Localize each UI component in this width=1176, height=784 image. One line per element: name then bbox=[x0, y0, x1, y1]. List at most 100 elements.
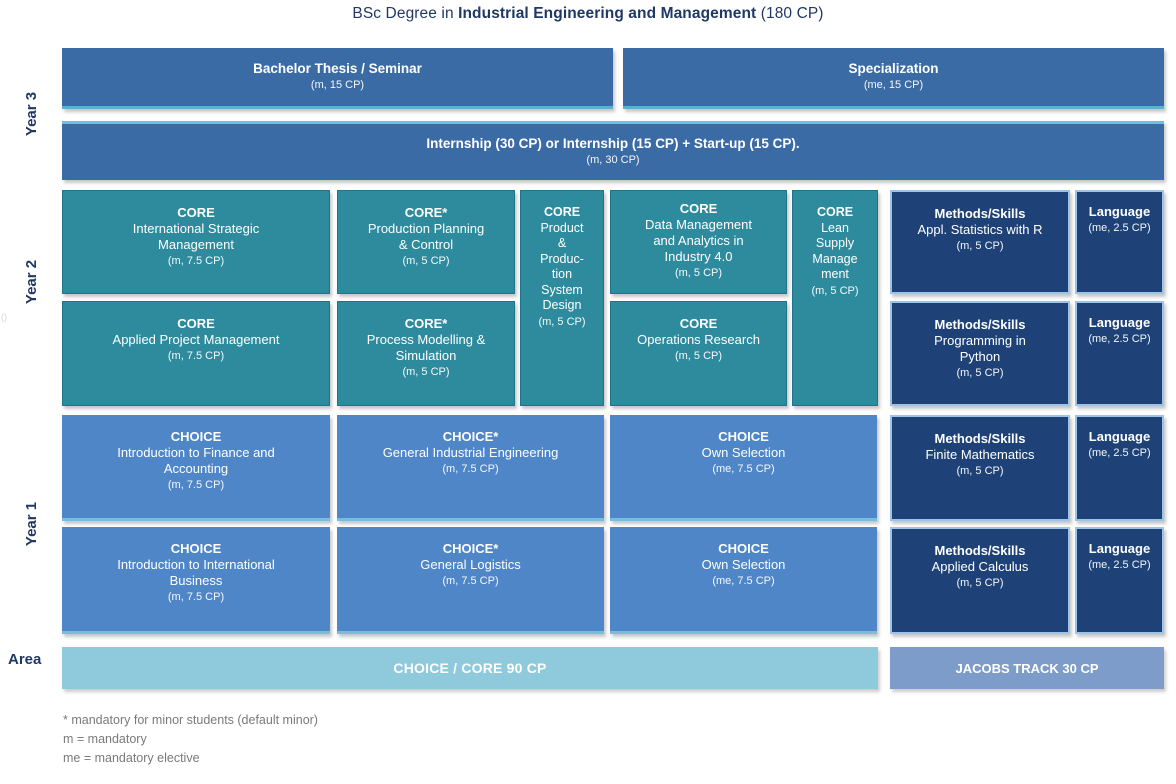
course-heading: Language bbox=[1088, 541, 1151, 556]
area-bar-jacobs-track: JACOBS TRACK 30 CP bbox=[890, 647, 1164, 689]
course-credits: (me, 2.5 CP) bbox=[1088, 559, 1151, 572]
course-credits: (m, 5 CP) bbox=[674, 350, 723, 363]
course-heading: CHOICE* bbox=[442, 429, 499, 444]
course-title: Applied Project Management bbox=[112, 332, 280, 348]
title-prefix: BSc Degree in bbox=[352, 5, 459, 22]
course-title: Introduction to International Business bbox=[117, 557, 275, 589]
area-label: Area bbox=[8, 651, 42, 668]
course-title: Lean Supply Manage ment bbox=[812, 220, 858, 282]
box-specialization: Specialization (me, 15 CP) bbox=[623, 48, 1164, 109]
course-heading: Language bbox=[1088, 429, 1151, 444]
box-core-applied-project-management: CORE Applied Project Management (m, 7.5 … bbox=[62, 301, 330, 406]
course-credits: (m, 5 CP) bbox=[402, 366, 450, 379]
course-credits: (m, 7.5 CP) bbox=[167, 255, 225, 268]
course-title: Process Modelling & Simulation bbox=[366, 332, 486, 364]
footnote-asterisk: * mandatory for minor students (default … bbox=[63, 713, 318, 727]
year-2-label: Year 2 bbox=[23, 259, 40, 305]
course-credits: (m, 7.5 CP) bbox=[167, 350, 225, 363]
course-heading: CORE* bbox=[404, 205, 448, 220]
course-credits: (me, 2.5 CP) bbox=[1088, 222, 1151, 235]
box-methods-finite-mathematics: Methods/Skills Finite Mathematics (m, 5 … bbox=[890, 415, 1070, 521]
box-language-year2-sem1: Language (me, 2.5 CP) bbox=[1075, 190, 1164, 294]
course-heading: CORE bbox=[816, 205, 854, 219]
box-core-process-modelling-simulation: CORE* Process Modelling & Simulation (m,… bbox=[337, 301, 515, 406]
legend-footnotes: * mandatory for minor students (default … bbox=[63, 711, 318, 767]
course-heading: Specialization bbox=[848, 60, 939, 76]
course-credits: (m, 30 CP) bbox=[586, 154, 640, 167]
box-core-product-production-system-design: CORE Product & Produc- tion System Desig… bbox=[520, 190, 604, 406]
course-credits: (m, 5 CP) bbox=[674, 267, 723, 280]
box-core-operations-research: CORE Operations Research (m, 5 CP) bbox=[610, 301, 787, 406]
course-title: Own Selection bbox=[701, 445, 786, 461]
title-emphasis: Industrial Engineering and Management bbox=[458, 5, 757, 22]
course-title: Production Planning & Control bbox=[367, 221, 485, 253]
course-heading: Methods/Skills bbox=[934, 543, 1026, 558]
course-heading: Methods/Skills bbox=[934, 431, 1026, 446]
course-credits: (m, 5 CP) bbox=[538, 315, 586, 328]
box-choice-general-industrial-engineering: CHOICE* General Industrial Engineering (… bbox=[337, 415, 604, 521]
course-credits: (m, 7.5 CP) bbox=[442, 463, 499, 476]
course-heading: CHOICE bbox=[170, 541, 222, 556]
footnote-mandatory-elective: me = mandatory elective bbox=[63, 750, 200, 765]
course-title: Product & Produc- tion System Design bbox=[540, 220, 584, 313]
course-title: Introduction to Finance and Accounting bbox=[117, 445, 275, 477]
box-methods-applied-calculus: Methods/Skills Applied Calculus (m, 5 CP… bbox=[890, 527, 1070, 634]
course-heading: CORE bbox=[543, 205, 581, 219]
course-heading: CHOICE bbox=[170, 429, 222, 444]
course-title: Programming in Python bbox=[934, 333, 1026, 365]
area-bar-choice-core: CHOICE / CORE 90 CP bbox=[62, 647, 878, 689]
course-title: General Logistics bbox=[420, 557, 521, 573]
course-heading: Internship (30 CP) or Internship (15 CP)… bbox=[426, 135, 800, 151]
course-credits: (me, 2.5 CP) bbox=[1088, 333, 1151, 346]
course-heading: Methods/Skills bbox=[934, 206, 1026, 221]
box-internship: Internship (30 CP) or Internship (15 CP)… bbox=[62, 121, 1164, 180]
course-title: Appl. Statistics with R bbox=[917, 222, 1043, 238]
box-language-year1-sem2: Language (me, 2.5 CP) bbox=[1075, 527, 1164, 634]
box-choice-intro-international-business: CHOICE Introduction to International Bus… bbox=[62, 527, 330, 634]
course-title: General Industrial Engineering bbox=[382, 445, 559, 461]
course-title: Data Management and Analytics in Industr… bbox=[645, 217, 752, 265]
course-title: Own Selection bbox=[701, 557, 786, 573]
course-credits: (m, 5 CP) bbox=[956, 577, 1004, 590]
page-title: BSc Degree in Industrial Engineering and… bbox=[0, 5, 1176, 23]
course-heading: CORE bbox=[679, 316, 718, 331]
course-heading: CHOICE bbox=[718, 541, 769, 556]
course-heading: CHOICE* bbox=[442, 541, 499, 556]
course-credits: (me, 2.5 CP) bbox=[1088, 447, 1151, 460]
box-core-lean-supply-management: CORE Lean Supply Manage ment (m, 5 CP) bbox=[792, 190, 878, 406]
footnote-mandatory: m = mandatory bbox=[63, 731, 147, 746]
course-title: Finite Mathematics bbox=[925, 447, 1035, 463]
course-credits: (m, 5 CP) bbox=[402, 255, 450, 268]
title-suffix: (180 CP) bbox=[756, 5, 824, 22]
course-credits: (m, 7.5 CP) bbox=[167, 479, 225, 492]
course-heading: Methods/Skills bbox=[934, 317, 1026, 332]
year-3-label: Year 3 bbox=[23, 91, 40, 137]
course-title: International Strategic Management bbox=[132, 221, 260, 253]
course-credits: (m, 5 CP) bbox=[956, 367, 1004, 380]
course-credits: (me, 7.5 CP) bbox=[712, 575, 775, 588]
course-credits: (m, 15 CP) bbox=[310, 79, 365, 92]
box-language-year2-sem2: Language (me, 2.5 CP) bbox=[1075, 301, 1164, 406]
course-heading: CORE bbox=[177, 316, 215, 331]
box-bachelor-thesis: Bachelor Thesis / Seminar (m, 15 CP) bbox=[62, 48, 613, 109]
year-1-label: Year 1 bbox=[23, 501, 40, 547]
box-core-international-strategic-management: CORE International Strategic Management … bbox=[62, 190, 330, 294]
box-choice-own-selection-2: CHOICE Own Selection (me, 7.5 CP) bbox=[610, 527, 877, 634]
course-credits: (me, 7.5 CP) bbox=[712, 463, 775, 476]
box-choice-own-selection-1: CHOICE Own Selection (me, 7.5 CP) bbox=[610, 415, 877, 521]
course-title: Operations Research bbox=[637, 332, 760, 348]
course-heading: CHOICE bbox=[718, 429, 769, 444]
box-choice-intro-finance-accounting: CHOICE Introduction to Finance and Accou… bbox=[62, 415, 330, 521]
course-credits: (me, 15 CP) bbox=[863, 79, 924, 92]
box-core-production-planning-control: CORE* Production Planning & Control (m, … bbox=[337, 190, 515, 294]
course-credits: (m, 5 CP) bbox=[956, 465, 1004, 478]
course-heading: Language bbox=[1088, 315, 1151, 330]
box-methods-programming-python: Methods/Skills Programming in Python (m,… bbox=[890, 301, 1070, 406]
course-heading: CORE bbox=[679, 201, 718, 216]
box-methods-applied-statistics-r: Methods/Skills Appl. Statistics with R (… bbox=[890, 190, 1070, 294]
course-credits: (m, 7.5 CP) bbox=[442, 575, 499, 588]
course-credits: (m, 5 CP) bbox=[811, 284, 859, 297]
course-credits: (m, 5 CP) bbox=[956, 240, 1004, 253]
course-heading: CORE* bbox=[404, 316, 448, 331]
